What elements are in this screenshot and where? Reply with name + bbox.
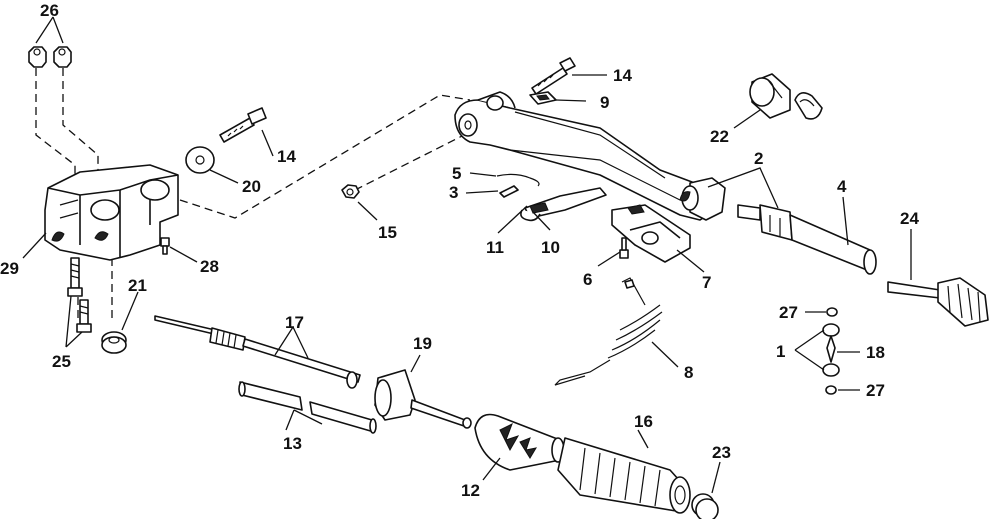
bolt-25-long xyxy=(67,257,83,297)
pin-18 xyxy=(826,335,836,363)
callout-21: 21 xyxy=(128,276,147,295)
callout-16: 16 xyxy=(634,412,653,431)
callout-23: 23 xyxy=(712,443,731,462)
callout-20: 20 xyxy=(242,177,261,196)
cable-17 xyxy=(154,315,361,383)
callout-14-right: 14 xyxy=(613,66,632,85)
spring-8 xyxy=(554,277,663,386)
callout-5: 5 xyxy=(452,164,461,183)
cap-27-bottom xyxy=(825,385,837,395)
lever-10 xyxy=(520,187,607,222)
callout-9: 9 xyxy=(600,93,609,112)
callout-13: 13 xyxy=(283,434,302,453)
callout-25: 25 xyxy=(52,352,71,371)
callout-4: 4 xyxy=(837,177,847,196)
callout-14-left: 14 xyxy=(277,147,296,166)
clip-1 xyxy=(822,323,840,377)
callout-2: 2 xyxy=(754,149,763,168)
callout-11: 11 xyxy=(486,238,504,257)
tube-4 xyxy=(737,204,877,275)
grommet-19 xyxy=(346,369,472,429)
screw-6 xyxy=(619,237,629,259)
screw-28 xyxy=(160,237,170,255)
callout-1: 1 xyxy=(776,342,785,361)
nut-26-left xyxy=(28,46,47,68)
steering-arm-2 xyxy=(454,91,726,221)
callout-3: 3 xyxy=(449,183,458,202)
callout-15: 15 xyxy=(378,223,397,242)
plate-9 xyxy=(529,91,557,105)
pin-3 xyxy=(499,185,519,198)
callout-18: 18 xyxy=(866,343,885,362)
grip-16 xyxy=(557,437,691,514)
callout-6: 6 xyxy=(583,270,592,289)
callout-19: 19 xyxy=(413,334,432,353)
callout-7: 7 xyxy=(702,273,711,292)
callout-8: 8 xyxy=(684,363,693,382)
bolt-25-short xyxy=(76,299,92,333)
callout-12: 12 xyxy=(461,481,480,500)
bolt-14-right xyxy=(531,57,576,95)
callout-24: 24 xyxy=(900,209,919,228)
callout-28: 28 xyxy=(200,257,219,276)
handle-12 xyxy=(474,413,565,471)
callout-10: 10 xyxy=(541,238,560,257)
spring-5 xyxy=(496,173,540,187)
nut-26-right xyxy=(53,46,72,68)
bracket-29 xyxy=(44,164,179,261)
callout-17: 17 xyxy=(285,313,304,332)
callout-27-top: 27 xyxy=(779,303,798,322)
cap-27-top xyxy=(826,307,838,317)
washer-20 xyxy=(185,146,215,174)
bracket-7 xyxy=(611,204,691,263)
cap-23 xyxy=(691,493,719,519)
callout-22: 22 xyxy=(710,127,729,146)
leader-lines xyxy=(22,16,912,494)
callout-labels: 26 14 9 22 14 20 2 5 3 15 4 24 11 10 7 6… xyxy=(0,1,919,500)
knob-24 xyxy=(887,277,989,327)
sleeve-13-left xyxy=(238,381,303,411)
nut-21 xyxy=(101,331,127,354)
callout-26: 26 xyxy=(40,1,59,20)
nut-15 xyxy=(341,184,360,199)
callout-27-bottom: 27 xyxy=(866,381,885,400)
callout-29: 29 xyxy=(0,259,19,278)
bolt-14-left xyxy=(219,107,267,143)
sleeve-13-right xyxy=(309,401,377,434)
bushing-22 xyxy=(749,73,823,120)
